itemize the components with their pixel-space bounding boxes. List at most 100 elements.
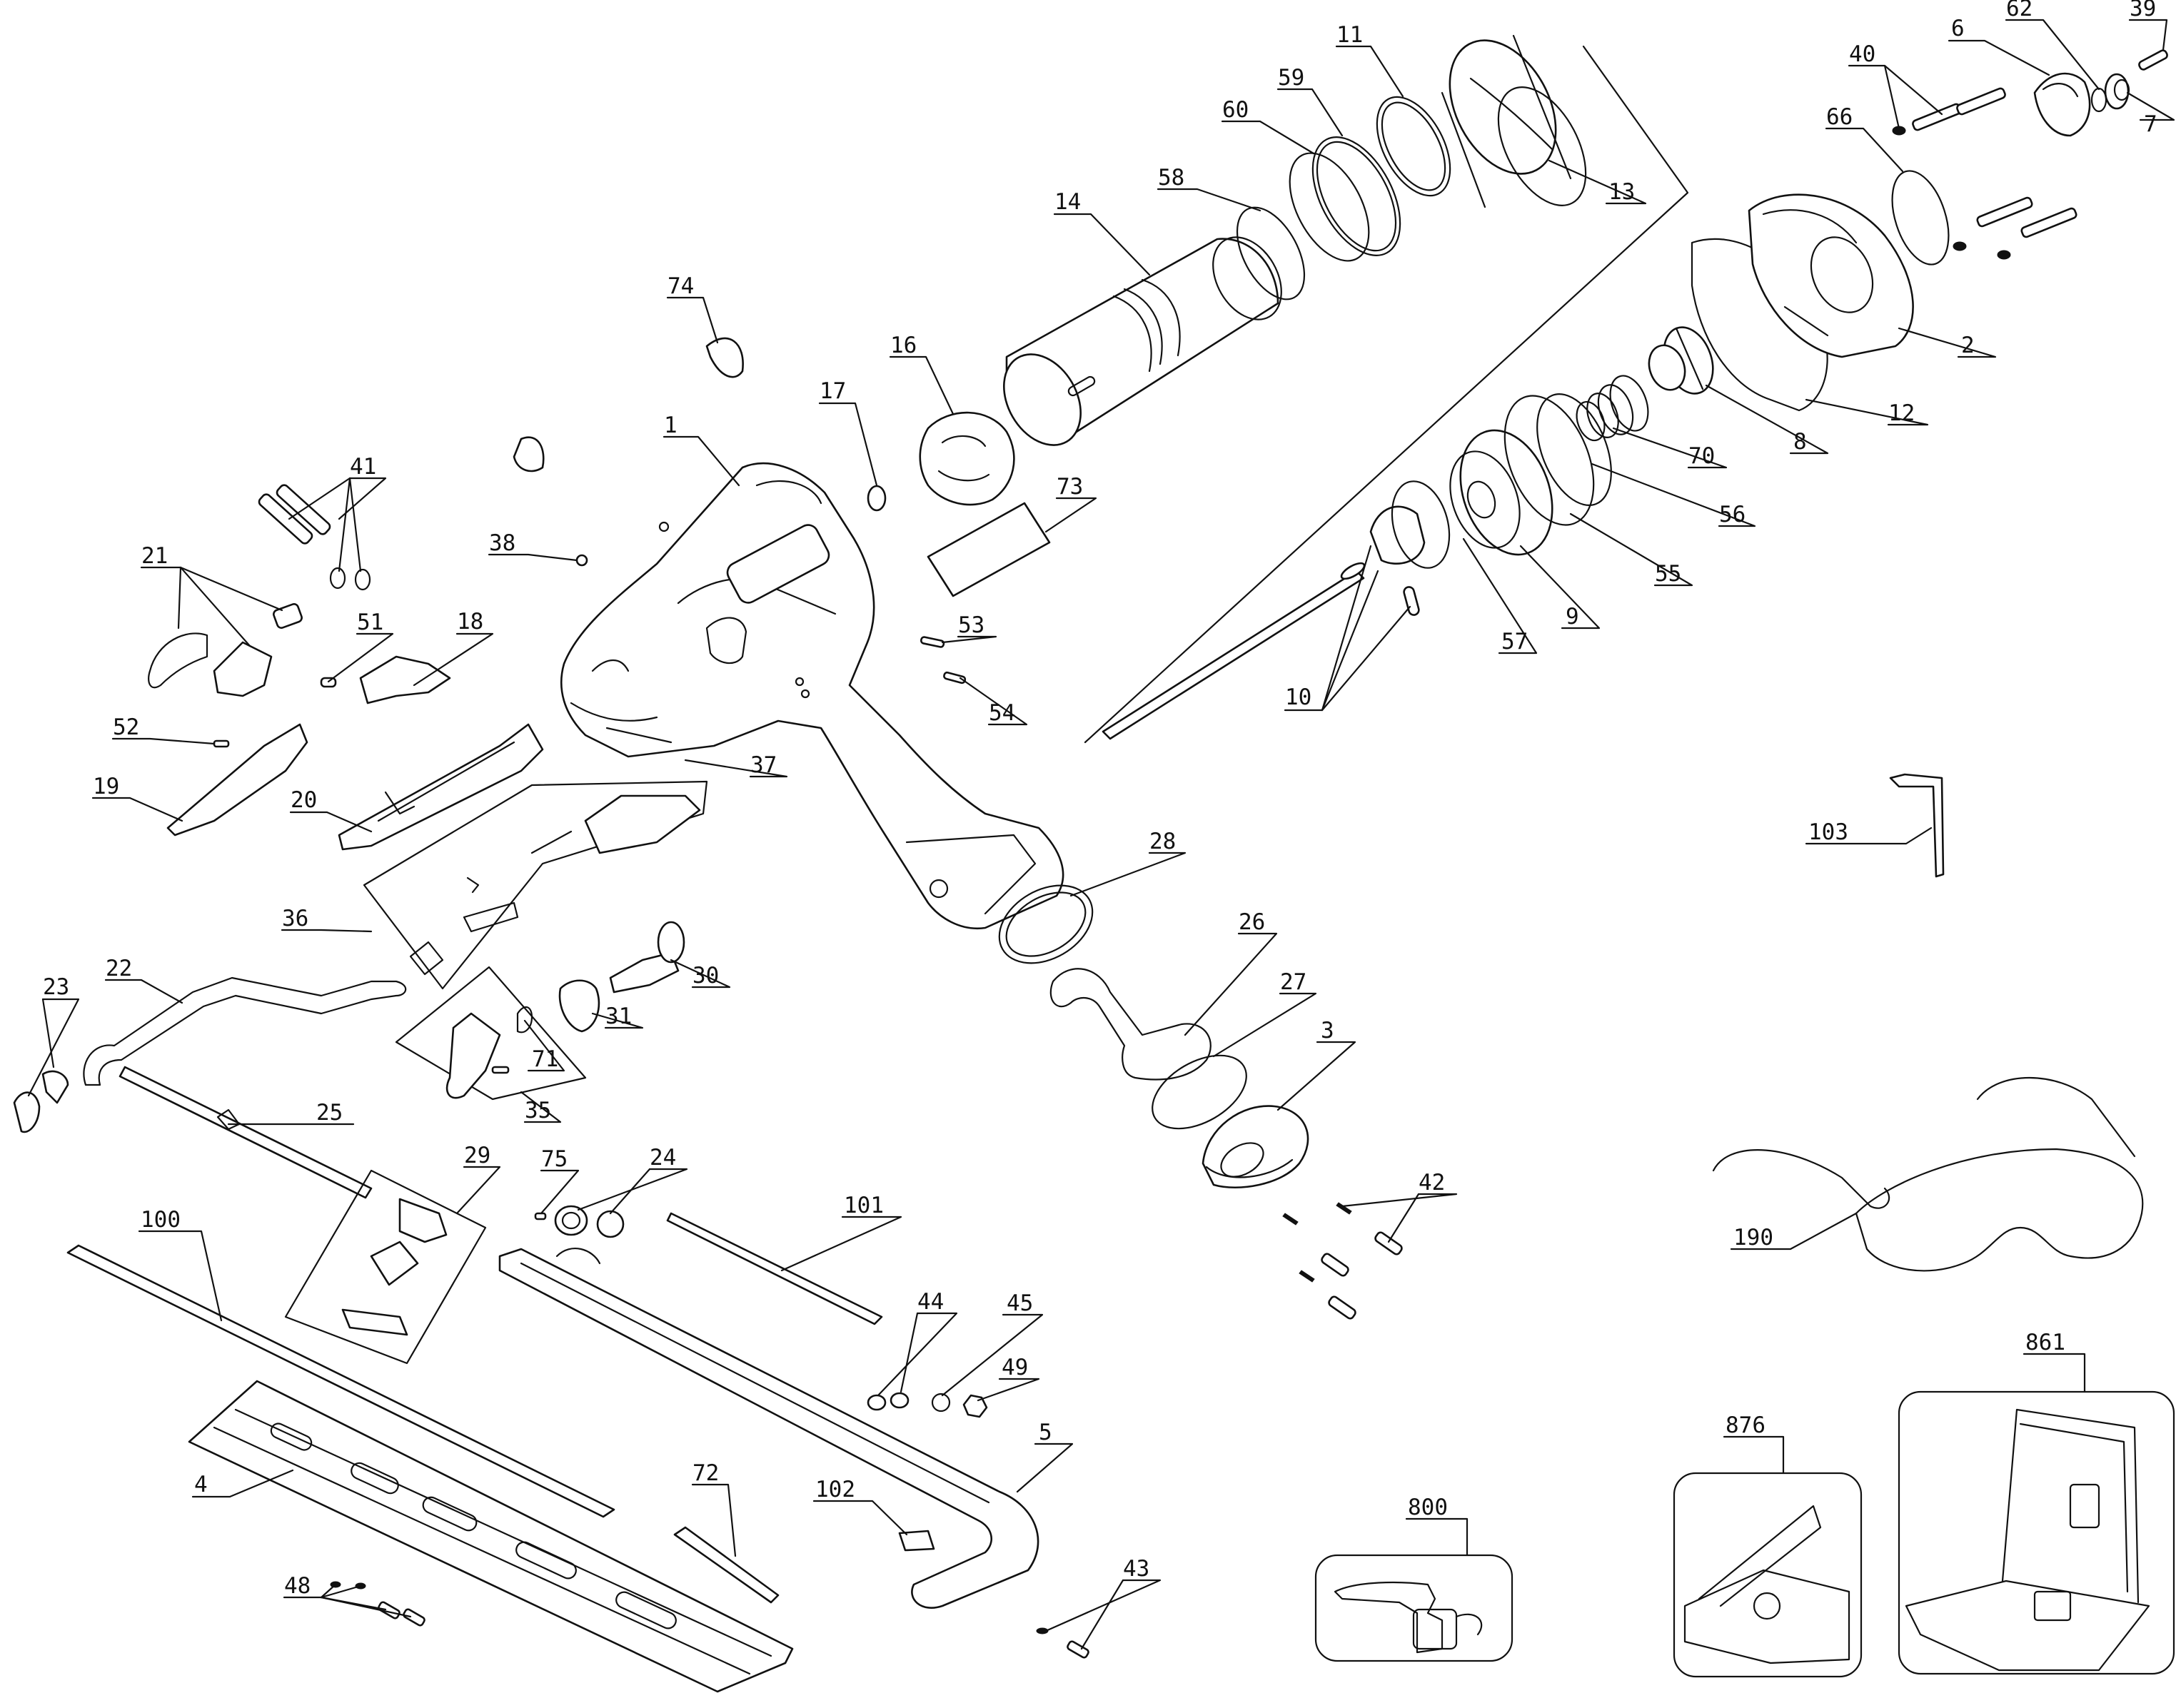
part-101 xyxy=(666,1212,883,1325)
callout-11: 11 xyxy=(1336,22,1363,48)
part-23 xyxy=(13,1070,69,1133)
callout-27: 27 xyxy=(1280,969,1306,995)
callout-39: 39 xyxy=(2130,0,2156,21)
callout-14: 14 xyxy=(1054,189,1081,215)
callout-49: 49 xyxy=(1002,1355,1028,1380)
part-62 xyxy=(2090,87,2107,113)
callout-23: 23 xyxy=(43,974,69,1000)
part-70 xyxy=(1576,375,1649,442)
callout-29: 29 xyxy=(464,1143,490,1168)
callout-101: 101 xyxy=(844,1193,884,1218)
part-5 xyxy=(498,1248,1039,1609)
callout-57: 57 xyxy=(1501,629,1528,655)
part-29 xyxy=(284,1169,487,1365)
callout-54: 54 xyxy=(989,700,1015,726)
callout-31: 31 xyxy=(605,1004,632,1029)
part-27 xyxy=(1152,1054,1247,1130)
callout-71: 71 xyxy=(532,1046,558,1072)
part-31 xyxy=(558,979,600,1033)
callout-1: 1 xyxy=(664,413,678,438)
part-4 xyxy=(188,1380,794,1693)
callout-44: 44 xyxy=(917,1289,944,1315)
part-876 xyxy=(1673,1472,1863,1678)
part-2 xyxy=(1748,193,1914,358)
callout-3: 3 xyxy=(1321,1018,1334,1044)
callout-13: 13 xyxy=(1608,179,1635,205)
callout-56: 56 xyxy=(1719,502,1746,527)
callout-53: 53 xyxy=(958,612,984,638)
part-43 xyxy=(1036,1627,1089,1659)
callout-73: 73 xyxy=(1057,474,1083,500)
part-66 xyxy=(1891,170,1950,266)
part-73 xyxy=(927,502,1051,597)
part-28 xyxy=(998,884,1094,964)
part-48 xyxy=(330,1581,425,1627)
part-8 xyxy=(1648,326,1714,395)
part-190 xyxy=(1712,1076,2144,1272)
callout-12: 12 xyxy=(1888,400,1915,426)
callout-100: 100 xyxy=(141,1207,181,1233)
part-861 xyxy=(1898,1390,2175,1675)
part-52 xyxy=(213,739,230,748)
callout-17: 17 xyxy=(820,378,846,404)
callout-51: 51 xyxy=(357,610,383,635)
callout-58: 58 xyxy=(1158,165,1184,191)
callout-62: 62 xyxy=(2006,0,2033,21)
part-74b xyxy=(513,436,545,473)
callout-6: 6 xyxy=(1951,16,1965,41)
part-17 xyxy=(867,485,887,512)
part-30 xyxy=(609,921,685,994)
part-42 xyxy=(1282,1202,1403,1320)
callout-40: 40 xyxy=(1849,41,1875,67)
part-shapes xyxy=(13,34,2175,1693)
part-26 xyxy=(1049,968,1212,1081)
callout-36: 36 xyxy=(282,906,308,931)
callout-19: 19 xyxy=(93,774,119,799)
callout-72: 72 xyxy=(692,1460,719,1486)
callout-21: 21 xyxy=(141,543,168,569)
callout-59: 59 xyxy=(1278,65,1304,91)
callout-5: 5 xyxy=(1039,1420,1052,1445)
part-14 xyxy=(1002,236,1282,446)
part-49 xyxy=(962,1394,988,1418)
callout-4: 4 xyxy=(194,1472,208,1497)
part-11-inner xyxy=(1381,101,1446,191)
part-11 xyxy=(1376,96,1451,197)
callout-38: 38 xyxy=(489,530,515,556)
part-36 xyxy=(363,780,708,990)
callout-18: 18 xyxy=(457,609,483,635)
callout-861: 861 xyxy=(2025,1330,2065,1355)
callout-43: 43 xyxy=(1123,1556,1149,1582)
callout-20: 20 xyxy=(291,787,317,813)
callout-190: 190 xyxy=(1733,1225,1773,1250)
callout-102: 102 xyxy=(815,1477,855,1502)
part-58 xyxy=(1236,206,1306,300)
part-74 xyxy=(705,337,744,378)
callout-60: 60 xyxy=(1222,97,1249,123)
part-21 xyxy=(148,603,303,697)
part-7 xyxy=(2104,73,2130,110)
callout-74: 74 xyxy=(668,273,694,299)
part-102 xyxy=(898,1530,935,1552)
part-59 xyxy=(1311,136,1401,256)
part-10 xyxy=(1102,562,1420,740)
callout-35: 35 xyxy=(525,1098,551,1123)
callout-10: 10 xyxy=(1285,684,1311,710)
callout-41: 41 xyxy=(350,454,376,480)
part-59-inner xyxy=(1316,141,1397,252)
callout-25: 25 xyxy=(316,1100,343,1126)
part-60 xyxy=(1289,152,1370,262)
callout-7: 7 xyxy=(2144,111,2157,137)
callout-75: 75 xyxy=(541,1146,568,1172)
part-35 xyxy=(395,966,587,1101)
callout-66: 66 xyxy=(1826,104,1853,130)
callout-37: 37 xyxy=(750,752,777,778)
callout-2: 2 xyxy=(1961,333,1975,358)
part-72 xyxy=(673,1526,780,1604)
part-16 xyxy=(919,411,1015,506)
callout-876: 876 xyxy=(1726,1413,1766,1438)
callout-9: 9 xyxy=(1566,604,1579,630)
part-20 xyxy=(338,723,544,851)
part-75 xyxy=(534,1212,547,1221)
part-800 xyxy=(1314,1554,1513,1662)
